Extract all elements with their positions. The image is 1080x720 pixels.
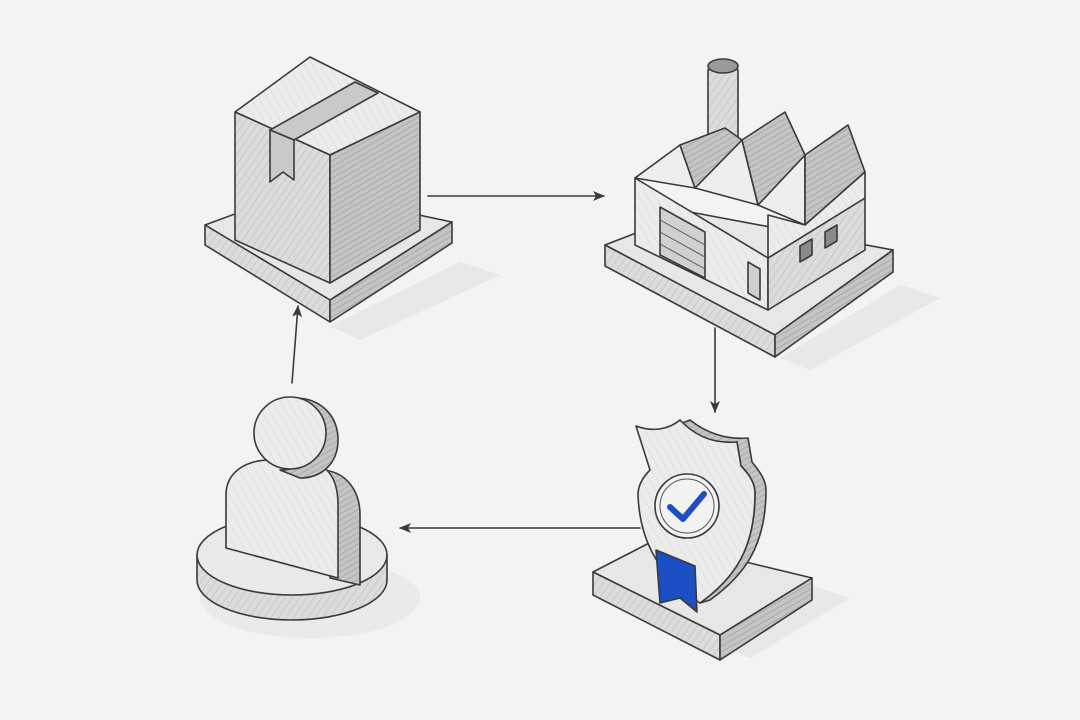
node-package xyxy=(204,56,500,340)
node-factory xyxy=(604,58,940,370)
ribbon-icon xyxy=(655,549,698,613)
shield-check-icon xyxy=(635,419,767,613)
factory-icon xyxy=(634,58,866,311)
check-mark xyxy=(667,491,707,522)
check-circle xyxy=(654,473,720,539)
person-icon xyxy=(225,396,361,586)
arrow-customer-to-package xyxy=(291,305,303,384)
package-box-icon xyxy=(234,56,421,284)
node-certification xyxy=(592,419,850,661)
node-customer xyxy=(196,396,420,638)
flow-arrows xyxy=(291,191,720,533)
